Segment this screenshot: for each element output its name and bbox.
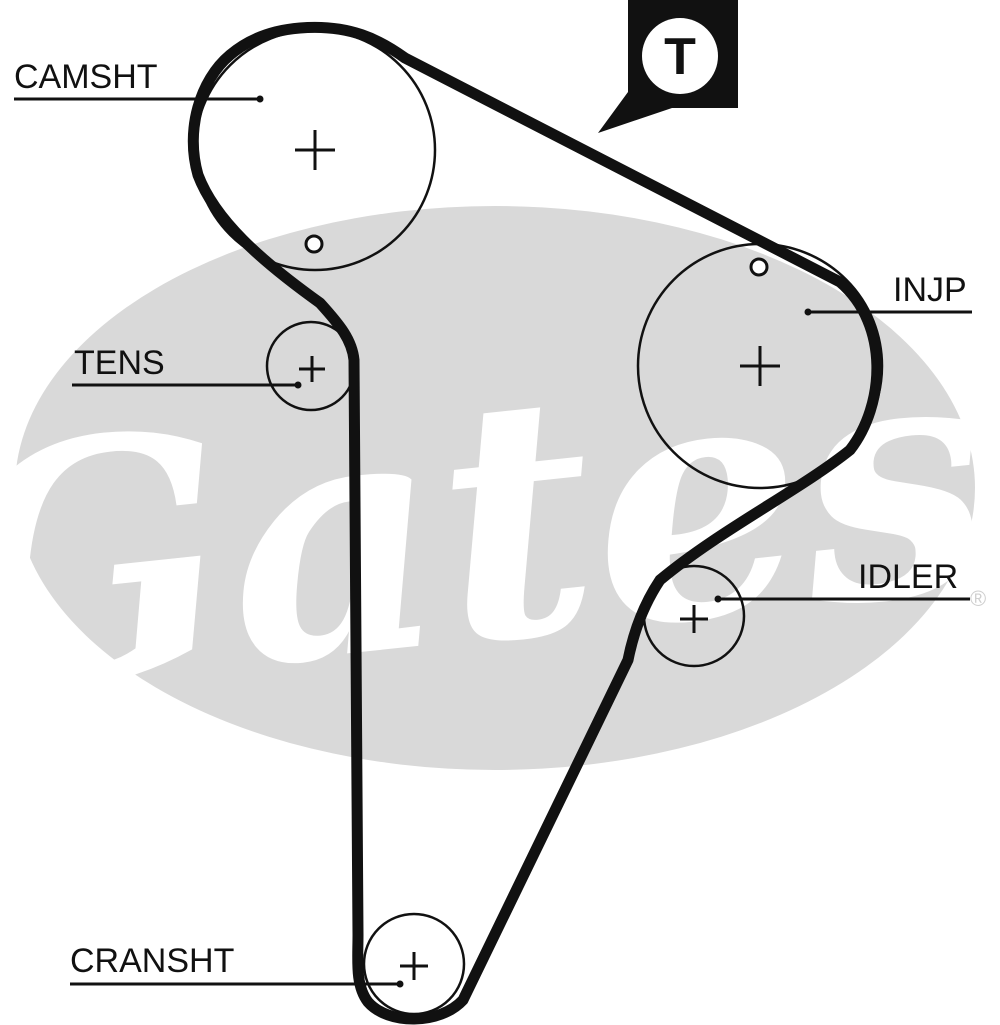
tension-badge: T	[598, 0, 738, 133]
registered-mark: ®	[970, 586, 986, 611]
center-marks	[295, 130, 780, 980]
idler-label: IDLER	[858, 558, 958, 596]
camsht-timing-mark-icon	[304, 234, 324, 254]
camsht-label: CAMSHT	[14, 58, 158, 96]
tens-label: TENS	[74, 344, 165, 382]
label-camsht: CAMSHT	[14, 58, 264, 103]
cransht-center-cross-icon	[400, 952, 428, 980]
cransht-label: CRANSHT	[70, 942, 234, 980]
camsht-center-cross-icon	[295, 130, 335, 170]
tension-badge-circle	[642, 18, 718, 94]
idler-center-cross-icon	[680, 605, 708, 633]
injp-timing-mark-icon	[749, 257, 769, 277]
logo-oval	[15, 206, 975, 770]
label-tens: TENS	[72, 344, 302, 389]
injp-label: INJP	[893, 271, 967, 309]
label-cransht: CRANSHT	[70, 942, 404, 988]
tens-center-cross-icon	[299, 356, 325, 382]
label-injp: INJP	[804, 271, 972, 316]
tension-badge-letter: T	[664, 28, 696, 86]
timing-belt	[187, 21, 883, 1025]
label-idler: IDLER	[714, 558, 970, 603]
injp-center-cross-icon	[740, 346, 780, 386]
